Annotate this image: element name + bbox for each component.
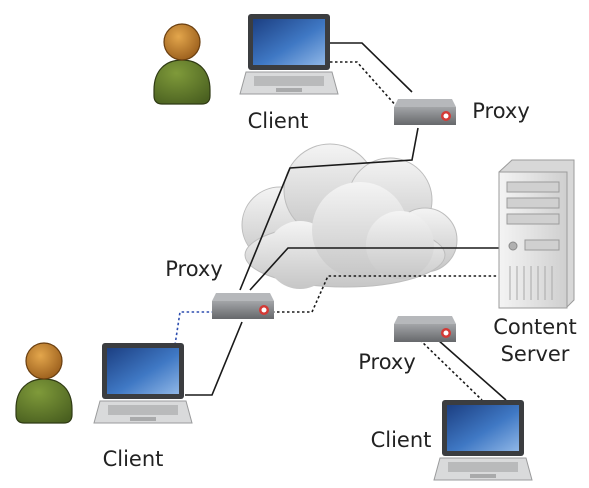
link-client-left-to-proxy-mid <box>185 321 243 396</box>
link-proxy-right-to-client-right <box>437 339 507 401</box>
dotted-link-client-top-to-proxy-top <box>330 61 399 109</box>
dotted-link-proxy-mid-to-server <box>272 275 500 313</box>
user-icon <box>153 23 211 105</box>
proxy-device-icon <box>394 99 456 125</box>
content-server-icon <box>498 159 575 309</box>
label-content-server-line2: Server <box>501 342 570 366</box>
label-client-bottom-left: Client <box>103 447 164 471</box>
dotted-link-client-left-to-proxy-mid <box>174 311 212 346</box>
label-proxy-bottom-right: Proxy <box>358 350 416 374</box>
connection-lines <box>174 42 507 401</box>
label-proxy-mid: Proxy <box>165 257 223 281</box>
proxy-device-icon <box>212 293 274 319</box>
link-proxy-mid-to-server <box>249 247 500 291</box>
laptop-icon <box>93 342 193 424</box>
label-proxy-top: Proxy <box>472 99 530 123</box>
internet-cloud-icon <box>241 143 458 289</box>
label-client-top: Client <box>248 109 309 133</box>
dotted-link-proxy-right-to-client-right <box>419 339 483 401</box>
link-client-top-to-proxy-top <box>330 42 413 93</box>
user-icon <box>15 342 73 424</box>
label-client-bottom-right: Client <box>371 428 432 452</box>
label-content-server-line1: Content <box>493 315 577 339</box>
link-proxy-top-to-proxy-mid <box>239 127 419 291</box>
laptop-icon <box>433 399 533 481</box>
proxy-device-icon <box>394 316 456 342</box>
laptop-icon <box>239 13 339 95</box>
